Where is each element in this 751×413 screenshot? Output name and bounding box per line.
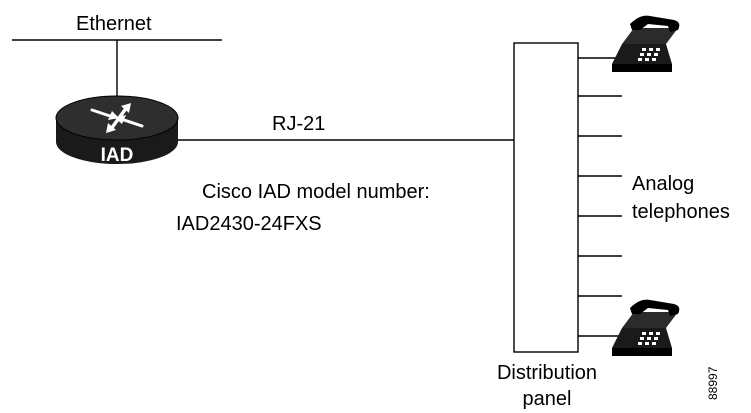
panel-label: panel	[522, 388, 572, 410]
telephone-icon	[612, 299, 680, 356]
distribution-label: Distribution	[496, 362, 598, 384]
telephone-lines	[578, 57, 622, 337]
figure-number: 88997	[706, 366, 720, 400]
telephone-icon	[612, 15, 680, 72]
router-icon: IAD	[55, 95, 179, 166]
ethernet-label: Ethernet	[76, 13, 152, 35]
model-number: IAD2430-24FXS	[176, 213, 322, 235]
analog-label: Analog	[632, 173, 695, 195]
model-caption: Cisco IAD model number:	[202, 181, 430, 203]
distribution-panel	[513, 42, 579, 353]
telephones-label: telephones	[632, 201, 730, 223]
rj21-label: RJ-21	[272, 113, 326, 135]
iad-badge-label: IAD	[101, 145, 134, 166]
